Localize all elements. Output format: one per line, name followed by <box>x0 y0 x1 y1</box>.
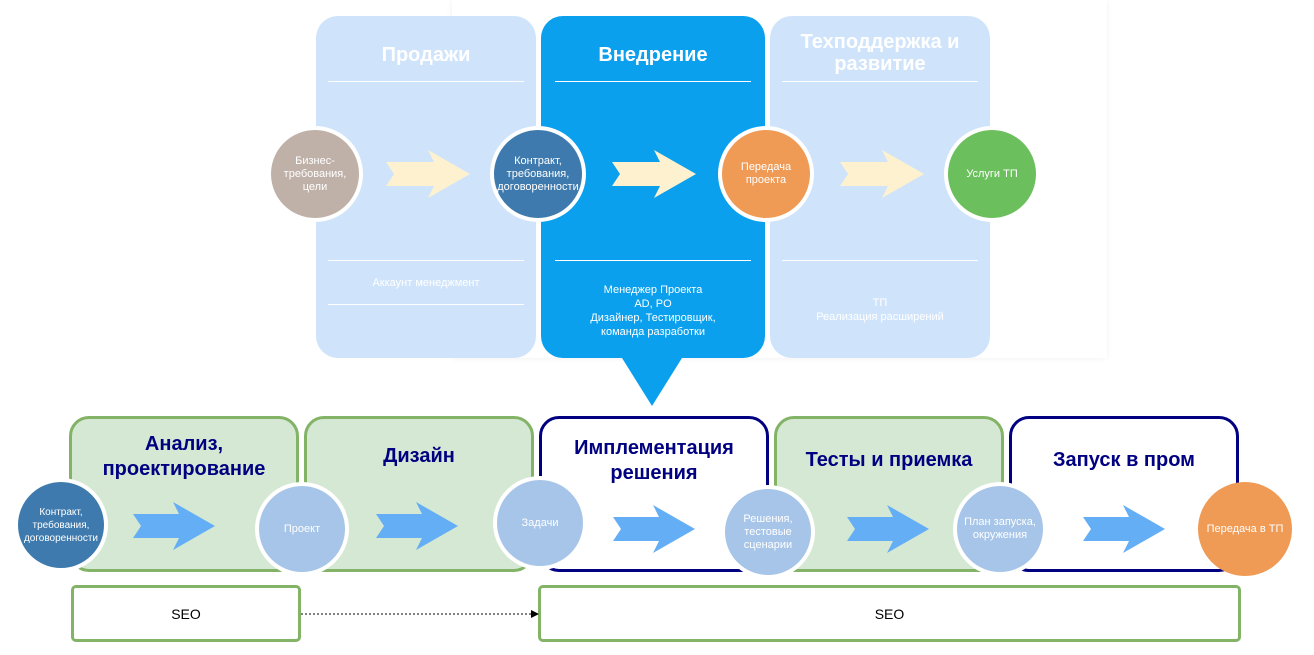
column-title: Внедрение <box>598 44 708 66</box>
node-label: Контракт, требования, договоренности <box>23 506 99 544</box>
divider <box>328 81 524 82</box>
phase-analysis: Анализ, проектирование <box>69 416 299 572</box>
node-business-requirements: Бизнес- требования, цели <box>267 126 363 222</box>
arrow-right-icon <box>840 150 924 198</box>
seo-box-right: SEO <box>538 585 1241 642</box>
phase-title: Имплементация решения <box>574 437 734 484</box>
phase-title: Тесты и приемка <box>805 449 973 471</box>
seo-box-left: SEO <box>71 585 301 642</box>
node-label: Решения, тестовые сценарии <box>743 512 793 551</box>
phase-title: Анализ, проектирование <box>102 433 266 480</box>
node-tasks: Задачи <box>493 476 587 570</box>
seo-label: SEO <box>171 605 201 622</box>
seo-label: SEO <box>874 605 905 622</box>
arrow-right-icon <box>386 150 470 198</box>
phase-title: Запуск в пром <box>1053 449 1195 471</box>
column-footer: Аккаунт менеджмент <box>372 277 480 289</box>
node-label: Контракт, требования, договоренности <box>497 154 579 193</box>
divider <box>328 260 524 261</box>
pointer-triangle <box>622 358 682 406</box>
phase-title: Дизайн <box>383 445 455 467</box>
node-launch-plan: План запуска, окружения <box>953 482 1047 576</box>
node-label: План запуска, окружения <box>964 516 1036 541</box>
arrow-right-icon <box>613 505 695 553</box>
divider <box>782 81 978 82</box>
arrow-right-icon <box>376 502 458 550</box>
column-title: Продажи <box>381 44 471 66</box>
divider <box>328 304 524 305</box>
node-label: Бизнес- требования, цели <box>283 154 347 193</box>
node-support-services: Услуги ТП <box>944 126 1040 222</box>
node-label: Передача в ТП <box>1206 522 1284 535</box>
node-label: Задачи <box>521 516 559 529</box>
node-contract: Контракт, требования, договоренности <box>490 126 586 222</box>
arrow-right-icon <box>612 150 696 198</box>
node-contract: Контракт, требования, договоренности <box>14 478 108 572</box>
column-footer: ТП Реализация расширений <box>816 297 944 323</box>
column-title: Техподдержка и развитие <box>800 31 960 75</box>
arrow-right-icon <box>847 505 929 553</box>
divider <box>555 81 751 82</box>
node-project: Проект <box>255 482 349 576</box>
dotted-connector <box>301 610 539 618</box>
node-project-handover: Передача проекта <box>718 126 814 222</box>
arrow-right-icon <box>133 502 215 550</box>
node-solutions: Решения, тестовые сценарии <box>721 485 815 579</box>
column-footer: Менеджер Проекта AD, PO Дизайнер, Тестир… <box>590 284 716 338</box>
node-handover-to-support: Передача в ТП <box>1198 482 1292 576</box>
arrow-right-icon <box>1083 505 1165 553</box>
node-label: Услуги ТП <box>966 167 1018 180</box>
node-label: Проект <box>283 522 321 535</box>
node-label: Передача проекта <box>740 161 792 186</box>
divider <box>555 260 751 261</box>
divider <box>782 260 978 261</box>
